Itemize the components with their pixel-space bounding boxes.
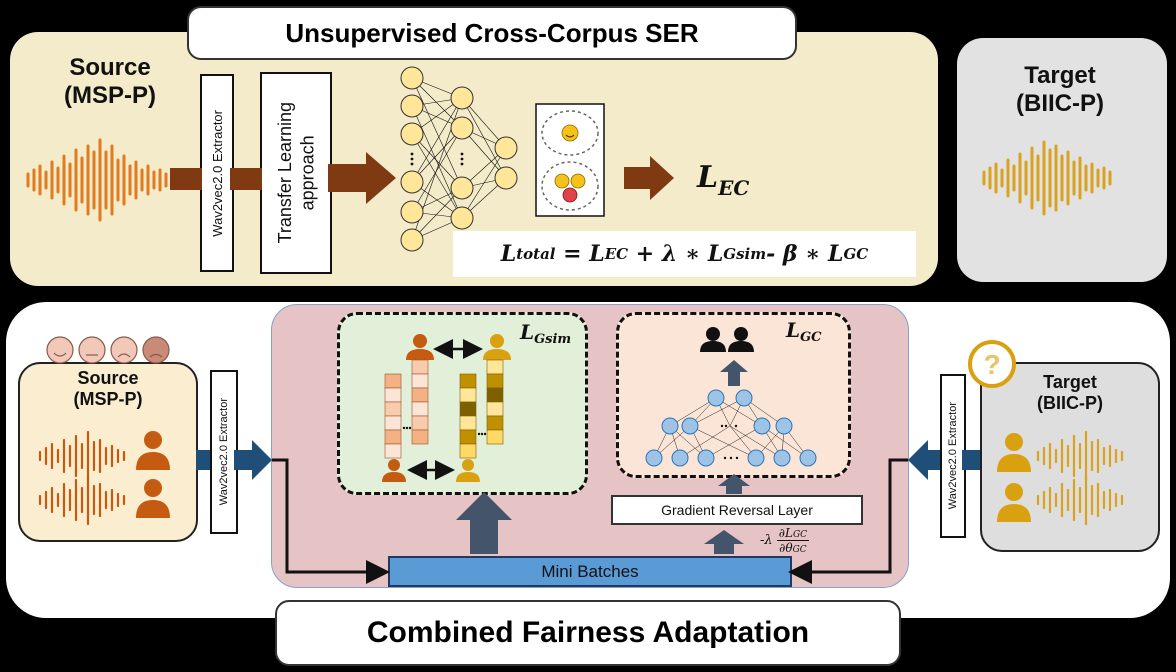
grad-denominator: ∂θ — [779, 541, 793, 555]
source-feature-column-1 — [384, 373, 402, 459]
formula-plus-lambda: + λ ∗ — [628, 241, 708, 267]
person-icon — [456, 459, 480, 482]
smiley-icon — [561, 124, 579, 142]
formula-l-ec: L — [589, 241, 605, 267]
bottom-source-waveforms — [38, 430, 126, 526]
source-feature-column-2 — [411, 359, 429, 445]
emotion-faces — [46, 336, 170, 364]
top-target-label-line1: Target — [1024, 62, 1096, 89]
grad-numerator: ∂L — [778, 526, 793, 540]
gsim-internals — [382, 334, 511, 482]
bottom-source-persons — [136, 431, 170, 518]
gradient-reversal-layer: Gradient Reversal Layer — [611, 495, 863, 525]
bottom-target-label-line1: Target — [1043, 372, 1097, 392]
loss-gc-label: LGC — [786, 318, 822, 345]
loss-gc-l: L — [786, 318, 801, 342]
bottom-source-label-line1: Source — [77, 368, 139, 388]
angry-face-icon — [142, 336, 170, 364]
formula-l-total: L — [500, 241, 517, 267]
target-feature-column-2 — [486, 359, 504, 445]
bottom-right-extractor-box: Wav2vec2.0 Extractor — [940, 374, 966, 538]
gc-internals — [645, 327, 817, 467]
formula-total-sub: total — [516, 245, 556, 263]
bottom-target-label: Target (BIIC-P) — [1010, 372, 1130, 413]
neutral-face-icon — [554, 173, 570, 189]
question-icon: ? — [968, 340, 1016, 388]
neutral-face-icon — [78, 336, 106, 364]
person-icon — [997, 433, 1031, 472]
sad-face-icon — [110, 336, 138, 364]
svg-text:?: ? — [983, 349, 1000, 380]
top-target-label: Target (BIIC-P) — [990, 62, 1130, 117]
smiley-icon — [46, 336, 74, 364]
emotion-classifier — [535, 103, 605, 217]
up-arrow-gsim — [456, 492, 512, 554]
up-arrow-gc — [718, 474, 750, 494]
person-icon — [406, 334, 434, 360]
formula-l-gc: L — [828, 241, 844, 267]
top-flow-arrows — [170, 152, 674, 204]
bottom-source-label-line2: (MSP-P) — [73, 388, 143, 409]
angry-face-icon — [562, 187, 578, 203]
person-icon — [483, 334, 511, 360]
loss-ec-l: L — [697, 160, 719, 195]
arrow-to-loss — [624, 156, 674, 200]
loss-gsim-label: LGsim — [520, 320, 571, 347]
top-source-label: Source (MSP-P) — [50, 54, 170, 109]
loss-gsim-sub: Gsim — [534, 332, 572, 347]
arrow-segment-1 — [170, 168, 202, 190]
top-target-waveform — [982, 140, 1112, 216]
bottom-input-arrows — [196, 440, 980, 480]
top-target-label-line2: (BIIC-P) — [1016, 89, 1104, 117]
bottom-left-extractor-box: Wav2vec2.0 Extractor — [210, 370, 238, 534]
formula-gsim-sub: Gsim — [723, 245, 767, 263]
bottom-title: Combined Fairness Adaptation — [275, 600, 901, 666]
loss-ec-label: LEC — [697, 160, 749, 200]
left-arrow-b — [234, 440, 272, 480]
gradient-label: -λ ∂LGC ∂θGC — [760, 526, 810, 555]
formula-ec-sub: EC — [604, 245, 629, 263]
loss-gsim-l: L — [520, 320, 535, 344]
top-source-label-line1: Source — [69, 54, 151, 81]
gc-box — [616, 312, 851, 478]
mini-batch-flow — [272, 458, 908, 584]
up-arrow-grl — [704, 530, 744, 554]
center-up-arrows — [456, 360, 750, 554]
top-source-waveform — [26, 138, 168, 222]
grad-lambda: -λ — [760, 533, 773, 548]
bottom-target-label-line2: (BIIC-P) — [1037, 392, 1103, 413]
target-feature-column-1 — [459, 373, 477, 459]
person-icon — [136, 479, 170, 518]
formula-eq: = — [555, 241, 590, 267]
bottom-target-waveforms — [1036, 430, 1124, 526]
left-arrow-a — [196, 450, 210, 470]
neural-network — [400, 66, 518, 252]
person-icon — [997, 483, 1031, 522]
top-title: Unsupervised Cross-Corpus SER — [187, 6, 797, 60]
arrow-segment-2 — [230, 168, 262, 190]
right-arrow-b — [962, 450, 980, 470]
right-arrow-a — [908, 440, 940, 480]
sad-face-icon — [570, 173, 586, 189]
bottom-source-label: Source (MSP-P) — [48, 368, 168, 409]
person-icon — [382, 459, 406, 482]
person-icon — [700, 327, 726, 352]
up-arrow-persons — [720, 360, 748, 386]
mini-batches: Mini Batches — [388, 556, 792, 587]
grad-denominator-sub: GC — [792, 545, 807, 555]
top-source-label-line2: (MSP-P) — [64, 81, 156, 109]
bottom-target-persons — [997, 433, 1031, 522]
loss-gc-sub: GC — [800, 330, 822, 345]
person-icon — [728, 327, 754, 352]
person-icon — [136, 431, 170, 470]
arrow-to-network — [328, 152, 396, 204]
grad-numerator-sub: GC — [792, 530, 808, 540]
formula-gc-sub: GC — [843, 245, 869, 263]
formula-l-gsim: L — [707, 241, 724, 267]
formula-minus-beta: - β ∗ — [766, 241, 829, 267]
loss-ec-sub: EC — [718, 176, 750, 200]
